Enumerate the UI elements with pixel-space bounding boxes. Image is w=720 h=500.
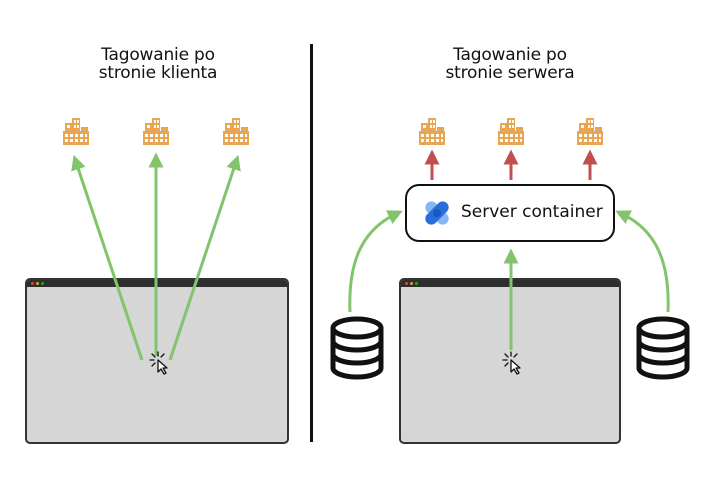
cursor-click-icon [502, 351, 521, 375]
browser-close-dot [31, 282, 34, 285]
google-tag-manager-icon [425, 201, 449, 225]
server-container-label: Server container [461, 202, 603, 222]
cursor-click-icon [149, 351, 168, 375]
database-to-server-arrow [615, 210, 670, 313]
server-side-title-line2: stronie serwera [445, 63, 575, 83]
building-icon [143, 118, 169, 145]
data-flow-arrow [168, 154, 241, 361]
browser-close-dot [405, 282, 408, 285]
client-side-title-line2: stronie klienta [98, 63, 218, 83]
server-container-box: Server container [405, 184, 615, 242]
browser-minimize-dot [36, 282, 39, 285]
database-icon [639, 319, 687, 377]
database-to-server-arrow [348, 210, 403, 313]
browser-minimize-dot [410, 282, 413, 285]
browser-maximize-dot [415, 282, 418, 285]
building-icon [63, 118, 89, 145]
building-icon [577, 118, 603, 145]
database-icon [333, 319, 381, 377]
building-icon [498, 118, 524, 145]
building-icon [223, 118, 249, 145]
server-side-title: Tagowanie po stronie serwera [380, 46, 640, 82]
server-side-title-line1: Tagowanie po [453, 45, 567, 65]
browser-maximize-dot [41, 282, 44, 285]
panel-divider [310, 44, 313, 442]
building-icon [419, 118, 445, 145]
client-side-title-line1: Tagowanie po [101, 45, 215, 65]
data-flow-arrow [71, 154, 144, 361]
client-side-title: Tagowanie po stronie klienta [28, 46, 288, 82]
